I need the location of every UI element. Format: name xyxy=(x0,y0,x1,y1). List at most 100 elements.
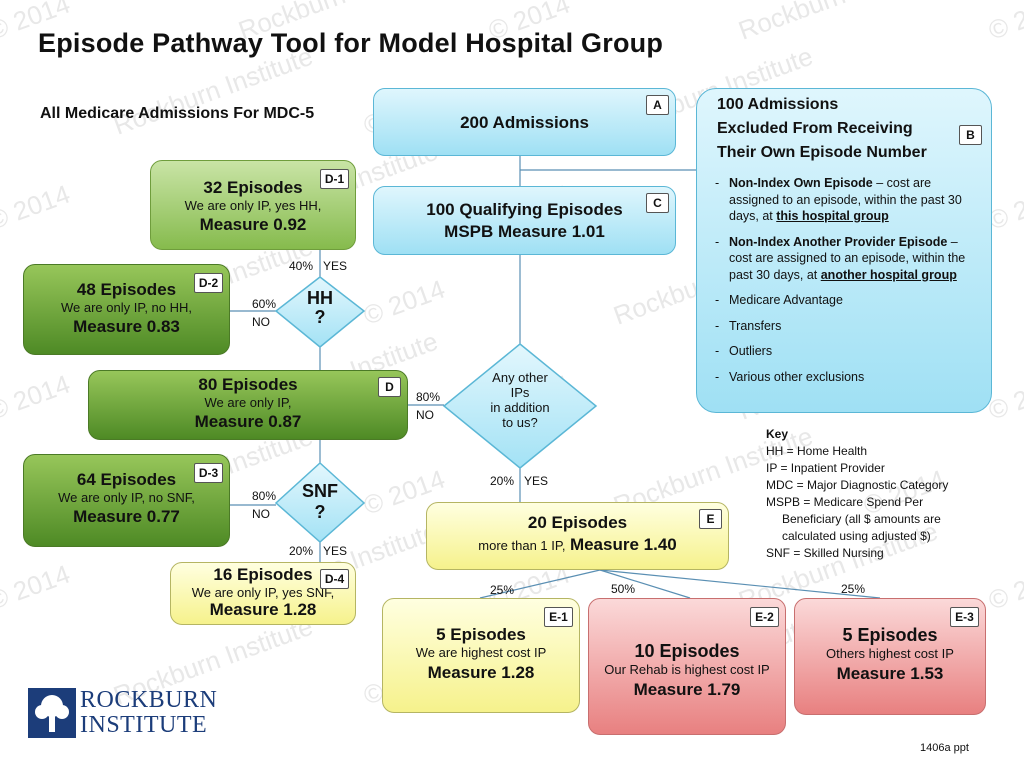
node-d-tag: D xyxy=(378,377,401,397)
exclusion-item-emphasis: this hospital group xyxy=(776,209,889,223)
node-d2-sub: We are only IP, no HH, xyxy=(60,300,193,315)
hh-decision-line2: ? xyxy=(314,307,326,327)
node-d1: 32 Episodes We are only IP, yes HH, Meas… xyxy=(150,160,356,250)
node-d4-measure: Measure 1.28 xyxy=(209,600,317,619)
node-e: 20 Episodes more than 1 IP, Measure 1.40… xyxy=(426,502,729,570)
node-e1-tag: E-1 xyxy=(544,607,573,627)
node-e1: 5 Episodes We are highest cost IP Measur… xyxy=(382,598,580,713)
node-d1-tag: D-1 xyxy=(320,169,349,189)
node-e3-sub: Others highest cost IP xyxy=(826,646,954,661)
node-d4: 16 Episodes We are only IP, yes SNF, Mea… xyxy=(170,562,356,625)
node-e-measure: Measure 1.40 xyxy=(569,535,677,554)
snf-no-label: NO xyxy=(252,507,270,521)
node-d-sub: We are only IP, xyxy=(204,395,292,410)
node-e2-sub: Our Rehab is highest cost IP xyxy=(604,662,770,677)
exclusion-item: Non-Index Another Provider Episode – cos… xyxy=(715,234,977,284)
node-e3-heading: 5 Episodes xyxy=(842,625,938,645)
node-d2: 48 Episodes We are only IP, no HH, Measu… xyxy=(23,264,230,355)
tree-logo-icon xyxy=(28,688,76,738)
node-d3-measure: Measure 0.77 xyxy=(73,507,180,526)
logo-line2: INSTITUTE xyxy=(80,712,208,738)
snf-yes-label: YES xyxy=(323,544,348,558)
node-a-text: 200 Admissions xyxy=(460,113,589,132)
node-b-heading-3: Their Own Episode Number xyxy=(717,144,927,161)
hh-decision-text: HH ? xyxy=(290,289,350,327)
node-e2-heading: 10 Episodes xyxy=(634,641,740,661)
hh-no-pct-label: 60% xyxy=(252,297,277,311)
page-subtitle: All Medicare Admissions For MDC-5 xyxy=(40,105,315,122)
node-d3-heading: 64 Episodes xyxy=(76,470,177,489)
node-e1-heading: 5 Episodes xyxy=(436,625,526,644)
other-ips-line: to us? xyxy=(502,415,538,430)
node-a-tag: A xyxy=(646,95,669,115)
other-ips-line: Any other xyxy=(492,370,548,385)
node-e3-measure: Measure 1.53 xyxy=(836,664,944,683)
snf-decision-line2: ? xyxy=(314,502,326,522)
node-d3-tag: D-3 xyxy=(194,463,223,483)
key-line: MSPB = Medicare Spend Per xyxy=(766,495,924,509)
node-d4-sub: We are only IP, yes SNF, xyxy=(191,585,335,600)
hh-yes-pct-label: 40% xyxy=(289,259,314,273)
node-c-qualifying: 100 Qualifying Episodes MSPB Measure 1.0… xyxy=(373,186,676,255)
node-d1-sub: We are only IP, yes HH, xyxy=(184,198,322,213)
node-e2: 10 Episodes Our Rehab is highest cost IP… xyxy=(588,598,786,735)
node-e-tag: E xyxy=(699,509,722,529)
node-e2-measure: Measure 1.79 xyxy=(633,680,741,699)
exclusion-item: Medicare Advantage xyxy=(715,292,977,309)
exclusion-item-title: Non-Index Another Provider Episode xyxy=(729,234,948,249)
node-e3-tag: E-3 xyxy=(950,607,979,627)
snf-decision-diamond xyxy=(274,461,366,544)
key-title: Key xyxy=(766,427,789,441)
exclusion-item: Various other exclusions xyxy=(715,369,977,386)
other-ips-decision-diamond xyxy=(442,343,598,469)
key-line: MDC = Major Diagnostic Category xyxy=(766,478,949,492)
exclusion-item-desc: – cost are assigned to an episode, withi… xyxy=(729,234,966,282)
exclusion-item-desc: – cost are assigned to an episode, withi… xyxy=(729,176,962,223)
node-d2-tag: D-2 xyxy=(194,273,223,293)
node-d-measure: Measure 0.87 xyxy=(194,412,302,431)
hh-yes-label: YES xyxy=(323,259,348,273)
node-e1-measure: Measure 1.28 xyxy=(427,663,535,682)
node-b-tag: B xyxy=(959,125,982,145)
snf-yes-pct-label: 20% xyxy=(289,544,314,558)
exclusion-item: Outliers xyxy=(715,343,977,360)
node-d: 80 Episodes We are only IP, Measure 0.87… xyxy=(88,370,408,440)
node-e3: 5 Episodes Others highest cost IP Measur… xyxy=(794,598,986,715)
node-b-heading-2: Excluded From Receiving xyxy=(717,120,913,137)
snf-decision-text: SNF ? xyxy=(290,481,350,523)
hh-decision-line1: HH xyxy=(307,288,333,308)
ip-no-label: NO xyxy=(416,408,434,422)
ip-no-pct-label: 80% xyxy=(416,390,441,404)
exclusion-item-emphasis: another hospital group xyxy=(820,267,957,282)
hh-decision-diamond xyxy=(274,276,366,348)
key-line: IP = Inpatient Provider xyxy=(766,461,885,475)
snf-no-pct-label: 80% xyxy=(252,489,277,503)
page-title: Episode Pathway Tool for Model Hospital … xyxy=(38,28,664,58)
other-ips-decision-text: Any other IPs in addition to us? xyxy=(470,370,570,430)
node-b-exclusions: 100 Admissions Excluded From Receiving T… xyxy=(696,88,992,413)
node-c-tag: C xyxy=(646,193,669,213)
key-line: HH = Home Health xyxy=(766,444,868,458)
ip-yes-label: YES xyxy=(524,474,549,488)
node-d3: 64 Episodes We are only IP, no SNF, Meas… xyxy=(23,454,230,547)
node-d-heading: 80 Episodes xyxy=(198,375,298,394)
node-a-admissions: 200 Admissions A xyxy=(373,88,676,156)
node-d2-measure: Measure 0.83 xyxy=(73,317,180,336)
node-d4-tag: D-4 xyxy=(320,569,349,589)
node-d1-heading: 32 Episodes xyxy=(203,178,303,197)
logo-line1: ROCKBURN xyxy=(80,687,218,713)
ip-yes-pct-label: 20% xyxy=(490,474,515,488)
exclusion-item: Non-Index Own Episode – cost are assigne… xyxy=(715,175,977,225)
other-ips-line: in addition xyxy=(490,400,550,415)
node-d2-heading: 48 Episodes xyxy=(76,280,177,299)
slide-footer: 1406a ppt xyxy=(920,742,969,754)
node-d1-measure: Measure 0.92 xyxy=(199,215,307,234)
key-line: calculated using adjusted $) xyxy=(782,529,931,543)
node-e-sub: more than 1 IP, xyxy=(478,538,566,553)
e1-pct-label: 25% xyxy=(490,583,515,597)
node-c-measure: MSPB Measure 1.01 xyxy=(444,222,605,241)
exclusion-list: Non-Index Own Episode – cost are assigne… xyxy=(715,175,977,394)
node-c-heading: 100 Qualifying Episodes xyxy=(426,200,623,219)
exclusion-item-title: Non-Index Own Episode xyxy=(729,176,873,190)
